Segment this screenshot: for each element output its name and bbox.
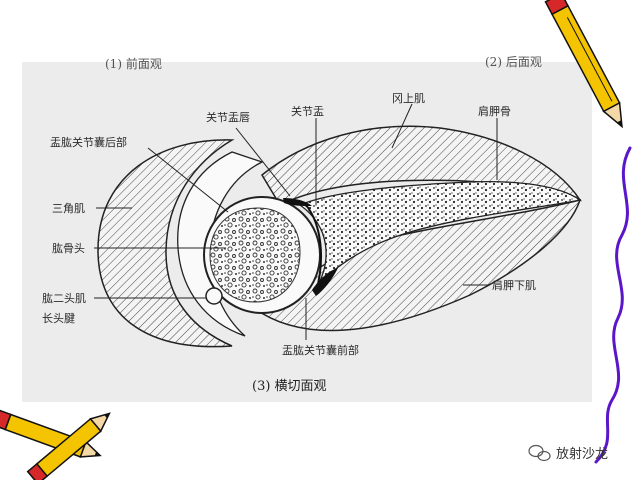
- pencil-bottom-left-decoration-b: [26, 412, 111, 480]
- label-back-view: (2) 后面观: [485, 55, 542, 69]
- label-biceps-line2: 长头腱: [42, 312, 75, 325]
- diagram-caption: (3) 横切面观: [252, 379, 327, 394]
- label-glenoid-labrum: 关节盂唇: [206, 110, 250, 124]
- wechat-icon: [528, 444, 551, 462]
- joint-capsule: [177, 151, 264, 337]
- label-subscapularis: 肩胛下肌: [492, 278, 536, 292]
- pencil-top-right-decoration: [544, 0, 623, 129]
- label-front-view: (1) 前面观: [105, 56, 162, 71]
- label-posterior-capsule: 盂肱关节囊后部: [50, 135, 127, 149]
- glenoid-articular-line: [305, 204, 322, 293]
- humeral-head-cancellous: [209, 207, 301, 303]
- leader-lines: [94, 103, 498, 340]
- label-anterior-capsule: 盂肱关节囊前部: [282, 343, 359, 357]
- label-humeral-head: 肱骨头: [52, 241, 85, 255]
- label-scapula: 肩胛骨: [478, 104, 511, 118]
- glenoid-labrum-anterior: [312, 268, 338, 296]
- watermark: 放射沙龙: [528, 444, 608, 462]
- glenoid-labrum-posterior: [283, 198, 312, 206]
- label-glenoid: 关节盂: [291, 104, 324, 118]
- label-supraspinatus: 冈上肌: [392, 92, 425, 105]
- deltoid-muscle: [97, 139, 235, 348]
- label-biceps-line1: 肱二头肌: [42, 291, 86, 305]
- label-deltoid: 三角肌: [52, 202, 85, 215]
- watermark-text: 放射沙龙: [556, 446, 608, 462]
- biceps-tendon: [205, 287, 223, 305]
- purple-scribble-decoration: [594, 146, 632, 464]
